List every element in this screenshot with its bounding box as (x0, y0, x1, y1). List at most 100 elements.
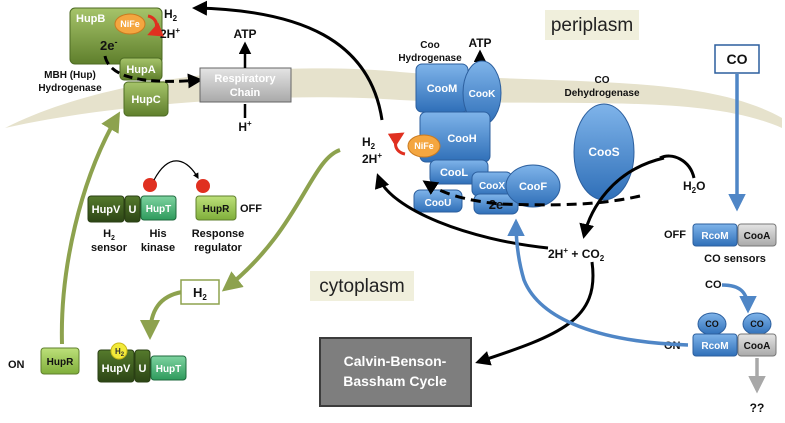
his-kinase-label-2: kinase (141, 242, 175, 254)
rcoM-off-label: RcoM (701, 231, 728, 242)
coo-2h-label: 2H+ (362, 151, 382, 166)
rcoM-off (692, 223, 738, 247)
response-regulator-label-2: regulator (194, 242, 242, 254)
hupC-label: HupC (131, 94, 160, 106)
hupT-label: HupT (146, 204, 172, 215)
mbh-electron-path (103, 55, 203, 89)
h2-binding-arrow (140, 290, 183, 340)
h2-sensor-label-1: H2 (103, 228, 115, 242)
periplasm-label: periplasm (551, 15, 633, 36)
respiratory-line2: Chain (230, 87, 261, 99)
hupV-off (87, 195, 125, 223)
u-label: U (129, 204, 137, 216)
hupR-off (195, 195, 237, 221)
h2o-arrow (659, 154, 696, 179)
cooM-label: CooM (427, 83, 458, 95)
cooX-label: CooX (479, 181, 505, 192)
coo-title-line1: Coo (420, 40, 439, 51)
calvin-line1: Calvin-Benson- (344, 353, 447, 369)
periplasm-label-box (545, 10, 639, 40)
mbh-h2-label: H2 (164, 7, 178, 23)
his-kinase-label-1: His (149, 228, 166, 240)
coo-hydrogenase: Coo Hydrogenase ATP CooM CooK CooH NiFe … (362, 36, 519, 215)
response-regulator-label-1: Response (192, 228, 245, 240)
co-binding-label: CO (705, 279, 722, 291)
hupR-on (40, 347, 80, 375)
cooS-label: CooS (588, 145, 619, 159)
mbh-nife-label: NiFe (120, 19, 140, 29)
hupA-label: HupA (126, 64, 155, 76)
respiratory-line1: Respiratory (214, 73, 276, 85)
co-input-label: CO (727, 51, 748, 67)
hupV-label: HupV (92, 204, 121, 216)
hupR-activation-arrow (59, 111, 121, 345)
u-bound (134, 349, 151, 383)
hupT-phosphate (143, 178, 157, 192)
co-sensing-system: CO OFF RcoM CooA CO sensors CO ON CO CO … (664, 44, 777, 415)
h2-sensing-arrow (221, 148, 341, 292)
rcoM-on-label: RcoM (701, 341, 728, 352)
cytoplasm-label: cytoplasm (319, 276, 405, 297)
hupR-phosphate (196, 179, 210, 193)
co-oxidation-arrow (579, 156, 665, 239)
cooH-label: CooH (447, 133, 476, 145)
hupV-bound-label: HupV (102, 363, 131, 375)
rcoM-on (692, 333, 738, 357)
products-to-h2-arrow (374, 173, 549, 250)
h2-sensor-complex: HupV U HupT HupR OFF H2 sensor His kinas… (8, 160, 262, 383)
u-bound-label: U (139, 363, 147, 375)
coo-nife-center (407, 134, 441, 158)
cytoplasm-label-box (310, 271, 414, 301)
hupB-label: HupB (76, 13, 105, 25)
co-sensors-label: CO sensors (704, 253, 766, 265)
co-input-box (714, 44, 760, 74)
co-bound-rcoM-label: CO (705, 319, 719, 329)
mbh-2e-label: 2e- (100, 37, 117, 53)
bound-h2-molecule (110, 342, 128, 360)
mbh-hydrogenase: HupB NiFe 2e- HupA HupC MBH (Hup) Hydrog… (38, 7, 203, 117)
cooA-off-label: CooA (744, 231, 771, 242)
products-label: 2H+ + CO2 (548, 246, 605, 263)
mbh-2h-label: 2H+ (160, 26, 180, 41)
co2-fixation-arrow (475, 261, 595, 366)
mbh-title-line1: MBH (Hup) (44, 70, 96, 81)
cooK-label: CooK (469, 89, 496, 100)
cooA-on (737, 333, 777, 357)
sensors-off-state: OFF (664, 229, 686, 241)
h2o-label: H2O (683, 179, 705, 195)
hupR-on-state: ON (8, 359, 25, 371)
cooL-label: CooL (440, 167, 468, 179)
mbh-title-line2: Hydrogenase (38, 83, 102, 94)
codh-title-line1: CO (595, 75, 610, 86)
calvin-cycle-box (319, 337, 472, 407)
cooA-off (737, 223, 777, 247)
cooA-on-label: CooA (744, 341, 771, 352)
mbh-red-arrow (147, 14, 164, 37)
h2-signal-label: H2 (193, 285, 207, 302)
mbh-nife-center (114, 13, 146, 35)
coo-electron-path (422, 180, 641, 207)
coo-red-arrow (387, 132, 406, 156)
hupR-off-label: HupR (203, 204, 230, 215)
calvin-line2: Bassham Cycle (343, 373, 447, 389)
cooF-label: CooF (519, 181, 547, 193)
u-off (124, 195, 141, 223)
phosphotransfer-arrow (153, 160, 199, 181)
calvin-cycle: Calvin-Benson- Bassham Cycle (319, 337, 472, 407)
coo-atp-label: ATP (468, 36, 491, 50)
hupC-subunit (123, 81, 169, 117)
co-bound-cooA-label: CO (750, 319, 764, 329)
hupT-off (140, 195, 177, 221)
respiratory-atp-label: ATP (233, 27, 256, 41)
h2-sensor-label-2: sensor (91, 242, 128, 254)
cooU-label: CooU (425, 198, 452, 209)
coo-nife-label: NiFe (414, 141, 434, 151)
codh-title-line2: Dehydrogenase (564, 88, 639, 99)
co-regulation-arrow (507, 218, 689, 347)
coo-title-line2: Hydrogenase (398, 53, 462, 64)
hupR-off-state: OFF (240, 203, 262, 215)
cooS-subunit (573, 103, 635, 201)
cooF-subunit (505, 164, 561, 208)
